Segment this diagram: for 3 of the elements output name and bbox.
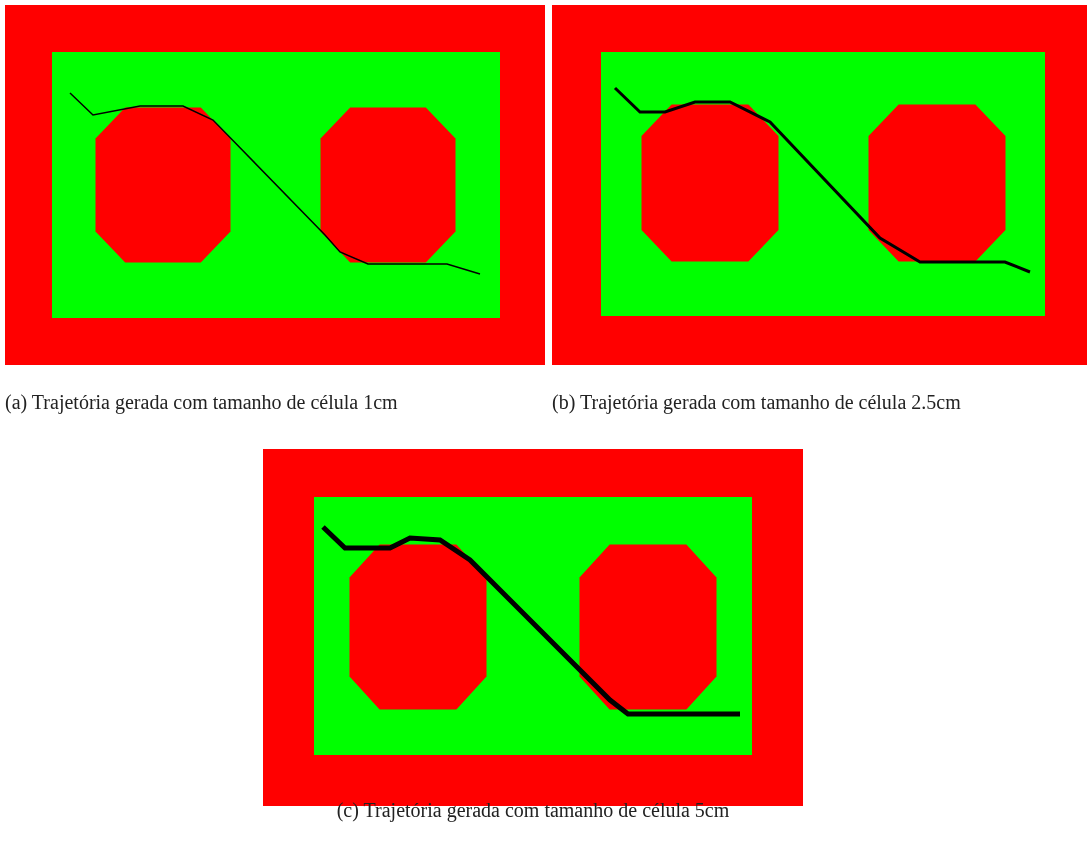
figure-caption: (a) Trajetória gerada com tamanho de célula 1cm xyxy=(5,390,399,414)
figure-caption: (b) Trajetória gerada com tamanho de célula 2.5cm xyxy=(552,390,962,414)
figure-caption: (c) Trajetória gerada com tamanho de célula 5cm xyxy=(335,798,731,822)
